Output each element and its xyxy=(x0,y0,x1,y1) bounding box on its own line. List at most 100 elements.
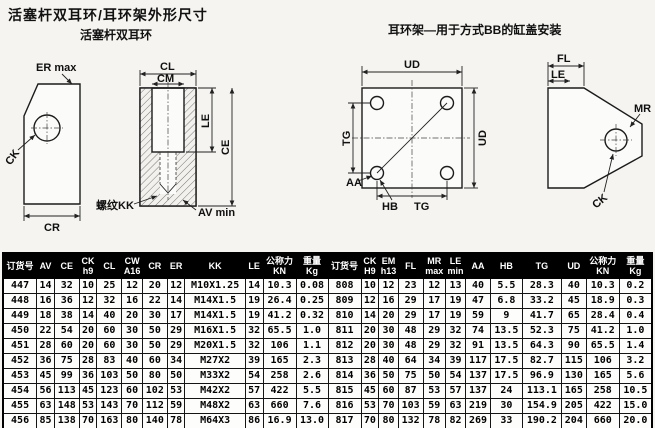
table-cell: 453 xyxy=(2,368,38,384)
table-cell: 20 xyxy=(360,323,380,339)
table-cell: 57 xyxy=(244,383,264,399)
table-cell: 54 xyxy=(244,368,264,384)
table-cell: 5.6 xyxy=(618,368,653,384)
technical-drawings: ER max CK CR CL CM xyxy=(3,53,651,234)
table-cell: 106 xyxy=(585,353,620,369)
column-header: 订货号 xyxy=(2,252,38,279)
table-cell: 45 xyxy=(360,383,380,399)
table-cell: 32 xyxy=(244,323,264,339)
table-cell: 205 xyxy=(560,398,587,414)
table-cell: 74 xyxy=(465,323,491,339)
table-cell: 448 xyxy=(2,293,38,309)
table-cell: 60 xyxy=(96,338,123,354)
table-cell: 154.9 xyxy=(521,398,562,414)
table-cell: 32 xyxy=(53,278,80,294)
table-cell: 165 xyxy=(262,353,297,369)
table-cell: 75 xyxy=(53,353,80,369)
table-cell: 91 xyxy=(465,338,491,354)
table-cell: 815 xyxy=(327,383,362,399)
table-cell: 451 xyxy=(2,338,38,354)
table-cell: M64X3 xyxy=(184,413,246,428)
table-cell: 10.3 xyxy=(262,278,297,294)
dim-label-er-max: ER max xyxy=(36,62,77,74)
dim-label-cm: CM xyxy=(157,73,174,85)
table-cell: 20 xyxy=(360,338,380,354)
dim-label-ud-top: UD xyxy=(404,59,420,71)
table-cell: 40 xyxy=(465,278,491,294)
table-cell: 45 xyxy=(78,383,98,399)
table-cell: 45 xyxy=(36,368,55,384)
table-cell: 16 xyxy=(121,293,143,309)
table-cell: 36 xyxy=(360,368,380,384)
table-cell: 16 xyxy=(378,293,399,309)
table-cell: 123 xyxy=(96,383,123,399)
table-cell: 64.3 xyxy=(521,338,562,354)
table-cell: 258 xyxy=(262,368,297,384)
table-cell: M20X1.5 xyxy=(184,338,246,354)
table-cell: 0.2 xyxy=(618,278,653,294)
table-cell: 52.3 xyxy=(521,323,562,339)
table-cell: 29 xyxy=(166,338,186,354)
column-header: TG xyxy=(521,252,562,279)
table-cell: 53 xyxy=(166,383,186,399)
table-cell: 70 xyxy=(121,398,143,414)
table-cell: 5.5 xyxy=(295,383,329,399)
table-cell: 13.5 xyxy=(489,338,523,354)
table-cell: 22 xyxy=(36,323,55,339)
table-cell: 80 xyxy=(141,368,168,384)
table-cell: 103 xyxy=(397,398,424,414)
table-cell: 70 xyxy=(360,413,380,428)
table-cell: 78 xyxy=(422,413,447,428)
table-cell: 23 xyxy=(397,278,424,294)
table-cell: 16.9 xyxy=(262,413,297,428)
table-cell: 32 xyxy=(96,293,123,309)
table-cell: 36 xyxy=(36,353,55,369)
table-cell: 17.5 xyxy=(489,368,523,384)
column-header: CL xyxy=(96,252,123,279)
bolt-hole xyxy=(369,165,385,181)
table-cell: 64 xyxy=(397,353,424,369)
dim-label-tg-left: TG xyxy=(341,131,353,146)
table-cell: 50 xyxy=(166,368,186,384)
column-header: FL xyxy=(397,252,424,279)
table-cell: 30 xyxy=(378,338,399,354)
table-cell: 99 xyxy=(53,368,80,384)
table-cell: 137 xyxy=(465,368,491,384)
table-cell: 0.25 xyxy=(295,293,329,309)
bolt-hole xyxy=(439,165,455,181)
table-cell: 33.2 xyxy=(521,293,562,309)
table-cell: 36 xyxy=(78,368,98,384)
table-cell: 24 xyxy=(489,383,523,399)
table-cell: 32 xyxy=(244,338,264,354)
column-header: KK xyxy=(184,252,246,279)
table-cell: 40 xyxy=(96,308,123,324)
table-cell: 29 xyxy=(166,323,186,339)
bolt-hole xyxy=(439,95,455,111)
table-cell: 90 xyxy=(560,338,587,354)
table-cell: 20 xyxy=(78,338,98,354)
table-cell: 53 xyxy=(422,383,447,399)
table-cell: 53 xyxy=(78,398,98,414)
table-cell: 17 xyxy=(422,293,447,309)
table-cell: 13.5 xyxy=(489,323,523,339)
table-cell: 269 xyxy=(465,413,491,428)
table-cell: 0.32 xyxy=(295,308,329,324)
table-cell: M16X1.5 xyxy=(184,323,246,339)
table-cell: 65 xyxy=(560,308,587,324)
table-cell: 40 xyxy=(121,353,143,369)
table-cell: 258 xyxy=(585,383,620,399)
table-cell: 30 xyxy=(121,323,143,339)
table-cell: 163 xyxy=(96,413,123,428)
table-cell: 38 xyxy=(53,308,80,324)
table-cell: 30 xyxy=(121,338,143,354)
column-header: UD xyxy=(560,252,587,279)
table-cell: 34 xyxy=(422,353,447,369)
